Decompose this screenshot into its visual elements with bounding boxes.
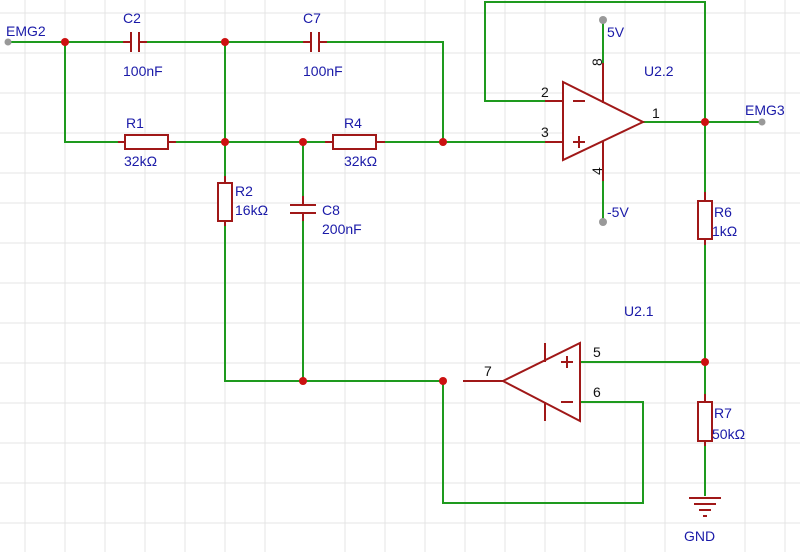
net-pin-emg2	[4, 38, 12, 46]
u2-1-pin-out: 7	[484, 363, 492, 379]
r1-value: 32kΩ	[124, 153, 157, 169]
junctions	[61, 38, 709, 385]
r1-ref: R1	[126, 115, 144, 131]
u2-1-ref: U2.1	[624, 303, 654, 319]
resistor-r1	[118, 134, 176, 150]
u2-1-pin-inv: 6	[593, 384, 601, 400]
r6-value: 1kΩ	[712, 223, 737, 239]
net-pin-emg3	[758, 118, 766, 126]
opamp-u2-2	[545, 62, 646, 182]
u2-2-ref: U2.2	[644, 63, 674, 79]
resistor-r2	[217, 176, 233, 226]
r6-ref: R6	[714, 204, 732, 220]
u2-2-pin-inv: 2	[541, 84, 549, 100]
r2-ref: R2	[235, 183, 253, 199]
c7-ref: C7	[303, 10, 321, 26]
net-pin-vpos	[599, 16, 607, 24]
net-label-gnd: GND	[684, 528, 715, 544]
c7-value: 100nF	[303, 63, 343, 79]
c2-ref: C2	[123, 10, 141, 26]
u2-2-pin-vpos: 8	[589, 58, 605, 66]
net-label-emg2: EMG2	[6, 23, 46, 39]
u2-2-pin-noninv: 3	[541, 124, 549, 140]
c8-value: 200nF	[322, 221, 362, 237]
u2-2-pin-out: 1	[652, 105, 660, 121]
capacitor-c8	[290, 196, 316, 221]
opamp-u2-1	[463, 341, 581, 423]
c2-value: 100nF	[123, 63, 163, 79]
net-label-vpos: 5V	[607, 24, 625, 40]
ground-symbol	[689, 497, 721, 517]
u2-1-pin-noninv: 5	[593, 344, 601, 360]
resistor-r7	[697, 394, 713, 446]
net-label-emg3: EMG3	[745, 102, 785, 118]
r4-value: 32kΩ	[344, 153, 377, 169]
r7-ref: R7	[714, 405, 732, 421]
r7-value: 50kΩ	[712, 426, 745, 442]
r2-value: 16kΩ	[235, 202, 268, 218]
c8-ref: C8	[322, 202, 340, 218]
u2-2-pin-vneg: 4	[589, 167, 605, 175]
net-pin-vneg	[599, 218, 607, 226]
capacitor-c7	[303, 32, 327, 52]
resistor-r4	[325, 134, 385, 150]
capacitor-c2	[123, 32, 147, 52]
net-label-vneg: -5V	[607, 204, 629, 220]
r4-ref: R4	[344, 115, 362, 131]
resistor-r6	[697, 192, 713, 245]
